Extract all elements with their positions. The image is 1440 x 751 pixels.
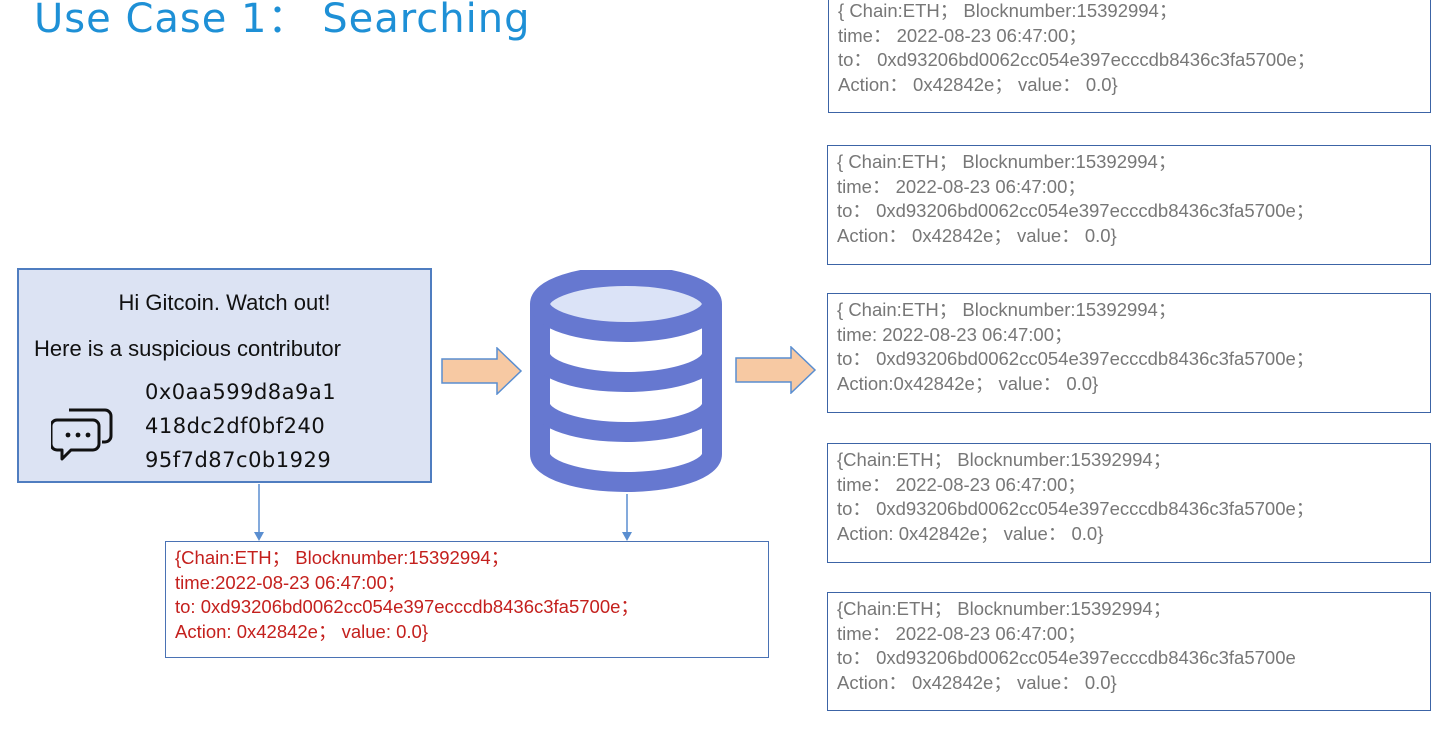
database-record: {Chain:ETH； Blocknumber:15392994； time： … [827,592,1431,711]
record-line: to： 0xd93206bd0062cc054e397ecccdb8436c3f… [837,498,1315,519]
record-line: Action： 0x42842e； value： 0.0} [837,224,1117,246]
message-warning: Here is a suspicious contributor [34,336,341,361]
database-icon [530,270,722,492]
record-line: time： 2022-08-23 06:47:00； [837,622,1086,644]
record-line: time:2022-08-23 06:47:00； [175,571,406,593]
record-line: Action： 0x42842e； value： 0.0} [838,73,1118,95]
database-record: {Chain:ETH； Blocknumber:15392994； time： … [827,443,1431,563]
record-line: time： 2022-08-23 06:47:00； [838,24,1087,46]
message-card: Hi Gitcoin. Watch out! Here is a suspici… [17,268,432,483]
database-record: { Chain:ETH； Blocknumber:15392994； time:… [827,293,1431,413]
down-arrow-icon [622,494,632,541]
address-line-3: 95f7d87c0b1929 [145,448,332,472]
right-arrow-icon [441,347,523,395]
address-line-1: 0x0aa599d8a9a1 [145,380,337,404]
address-line-2: 418dc2df0bf240 [145,414,326,438]
record-line: to： 0xd93206bd0062cc054e397ecccdb8436c3f… [838,49,1316,70]
record-line: Action:0x42842e； value： 0.0} [837,372,1099,394]
record-line: time： 2022-08-23 06:47:00； [837,473,1086,495]
database-record: { Chain:ETH； Blocknumber:15392994； time：… [827,145,1431,265]
record-line: Action: 0x42842e； value: 0.0} [175,620,429,642]
record-line: {Chain:ETH； Blocknumber:15392994； [837,449,1172,470]
record-line: to： 0xd93206bd0062cc054e397ecccdb8436c3f… [837,348,1315,369]
record-line: to： 0xd93206bd0062cc054e397ecccdb8436c3f… [837,200,1315,221]
database-record: { Chain:ETH； Blocknumber:15392994； time：… [828,0,1431,113]
record-line: { Chain:ETH； Blocknumber:15392994； [837,299,1177,320]
record-line: time： 2022-08-23 06:47:00； [837,175,1086,197]
record-line: { Chain:ETH； Blocknumber:15392994； [838,0,1178,21]
page-title: Use Case 1： Searching [34,0,531,42]
record-line: time: 2022-08-23 06:47:00； [837,323,1073,345]
down-arrow-icon [254,484,264,541]
record-line: {Chain:ETH； Blocknumber:15392994； [837,598,1172,619]
record-line: { Chain:ETH； Blocknumber:15392994； [837,151,1177,172]
chat-bubbles-icon [51,408,113,461]
record-line: to： 0xd93206bd0062cc054e397ecccdb8436c3f… [837,647,1296,668]
record-line: {Chain:ETH； Blocknumber:15392994； [175,547,510,568]
right-arrow-icon [735,346,817,394]
record-line: Action： 0x42842e； value： 0.0} [837,671,1117,693]
search-result-record: {Chain:ETH； Blocknumber:15392994； time:2… [165,541,769,658]
message-greeting: Hi Gitcoin. Watch out! [118,290,331,315]
record-line: Action: 0x42842e； value： 0.0} [837,522,1104,544]
record-line: to: 0xd93206bd0062cc054e397ecccdb8436c3f… [175,596,639,617]
